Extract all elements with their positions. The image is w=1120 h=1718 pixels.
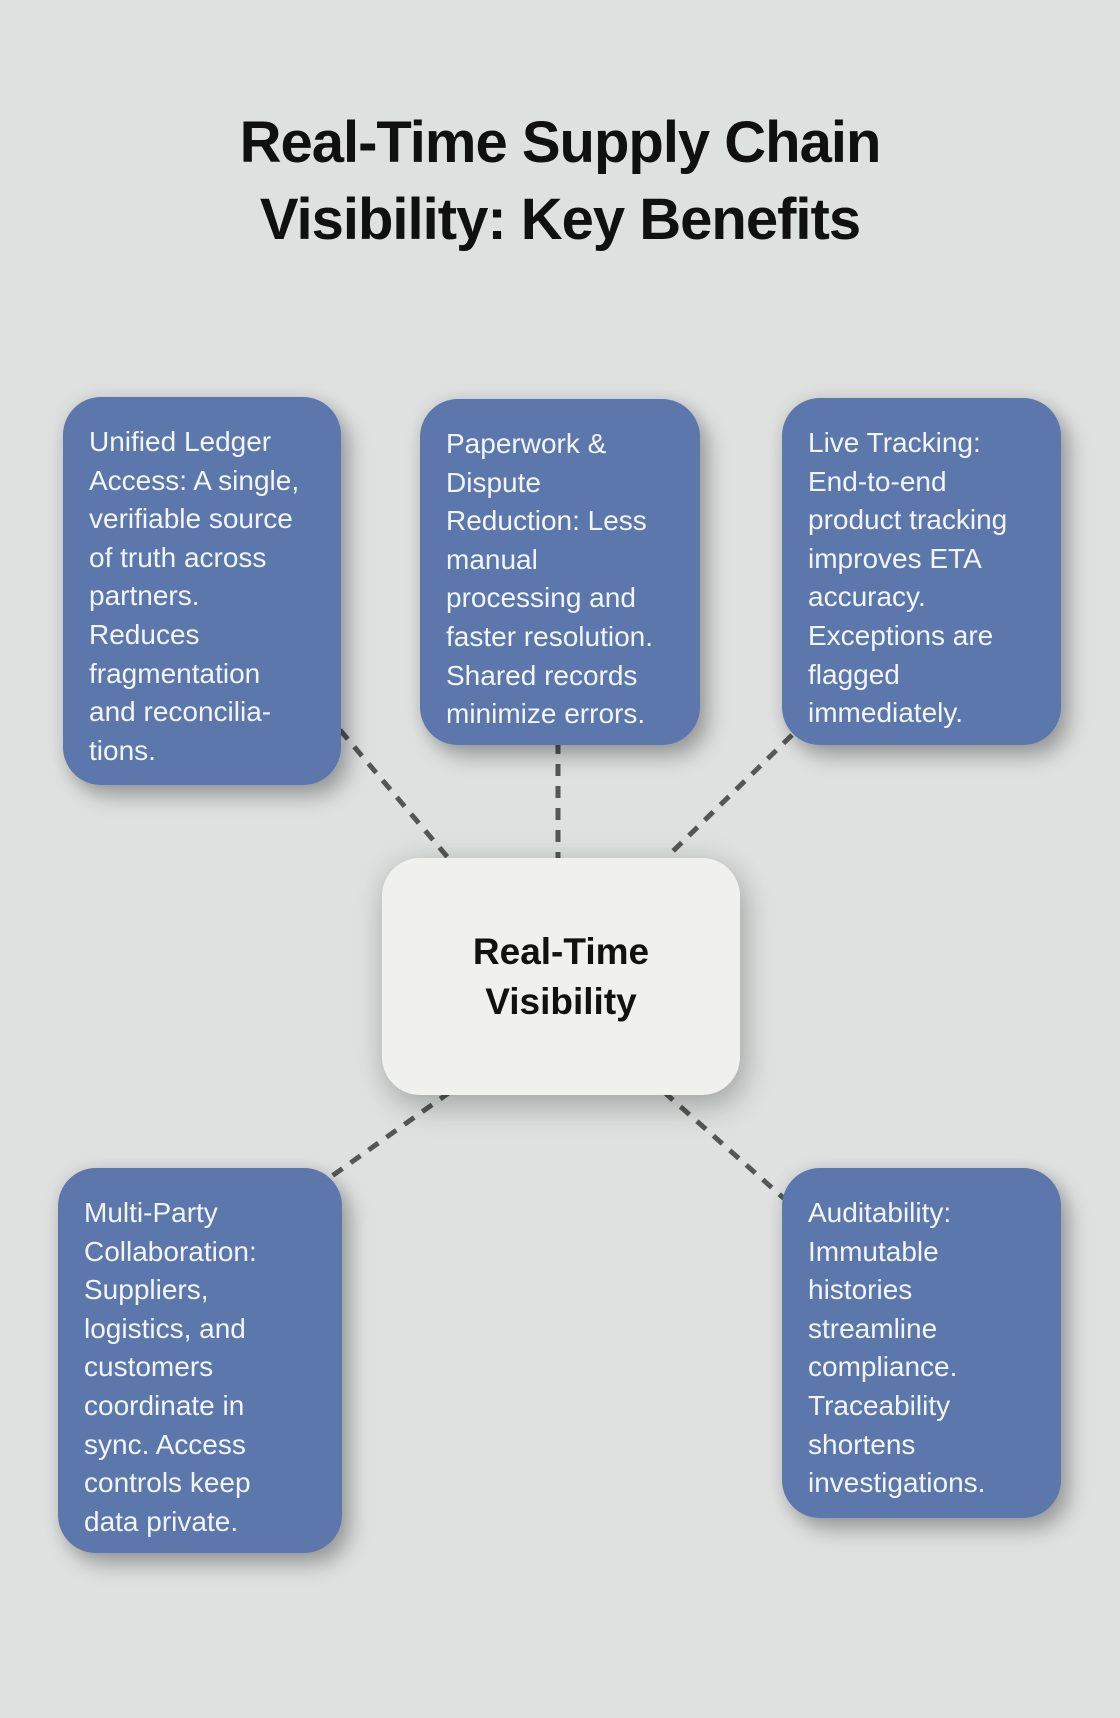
benefit-card-paperwork-dispute: Paperwork & Dispute Reduction: Less manu… <box>420 399 700 745</box>
page-title: Real-Time Supply Chain Visibility: Key B… <box>239 110 882 252</box>
benefit-text: Paperwork & Dispute Reduction: Less manu… <box>446 428 653 730</box>
benefit-card-unified-ledger: Unified Ledger Access: A single, verifia… <box>63 397 341 785</box>
benefit-text: Live Tracking: End-to-end product tracki… <box>808 427 1008 729</box>
benefit-card-live-tracking: Live Tracking: End-to-end product tracki… <box>782 398 1061 745</box>
benefit-text: Unified Ledger Access: A single, verifia… <box>89 426 300 766</box>
connector-live-tracking <box>666 733 794 858</box>
connector-auditability <box>662 1090 790 1204</box>
connector-unified-ledger <box>338 728 452 862</box>
benefit-text: Auditability: Immutable histories stream… <box>808 1197 986 1499</box>
benefit-text: Multi-Party Collaboration: Suppliers, lo… <box>84 1197 257 1537</box>
benefit-card-multi-party: Multi-Party Collaboration: Suppliers, lo… <box>58 1168 342 1553</box>
connector-multi-party <box>330 1089 452 1179</box>
benefit-card-auditability: Auditability: Immutable histories stream… <box>782 1168 1061 1518</box>
center-node-label: Real-Time Visibility <box>472 930 650 1022</box>
center-node: Real-Time Visibility <box>382 858 740 1095</box>
